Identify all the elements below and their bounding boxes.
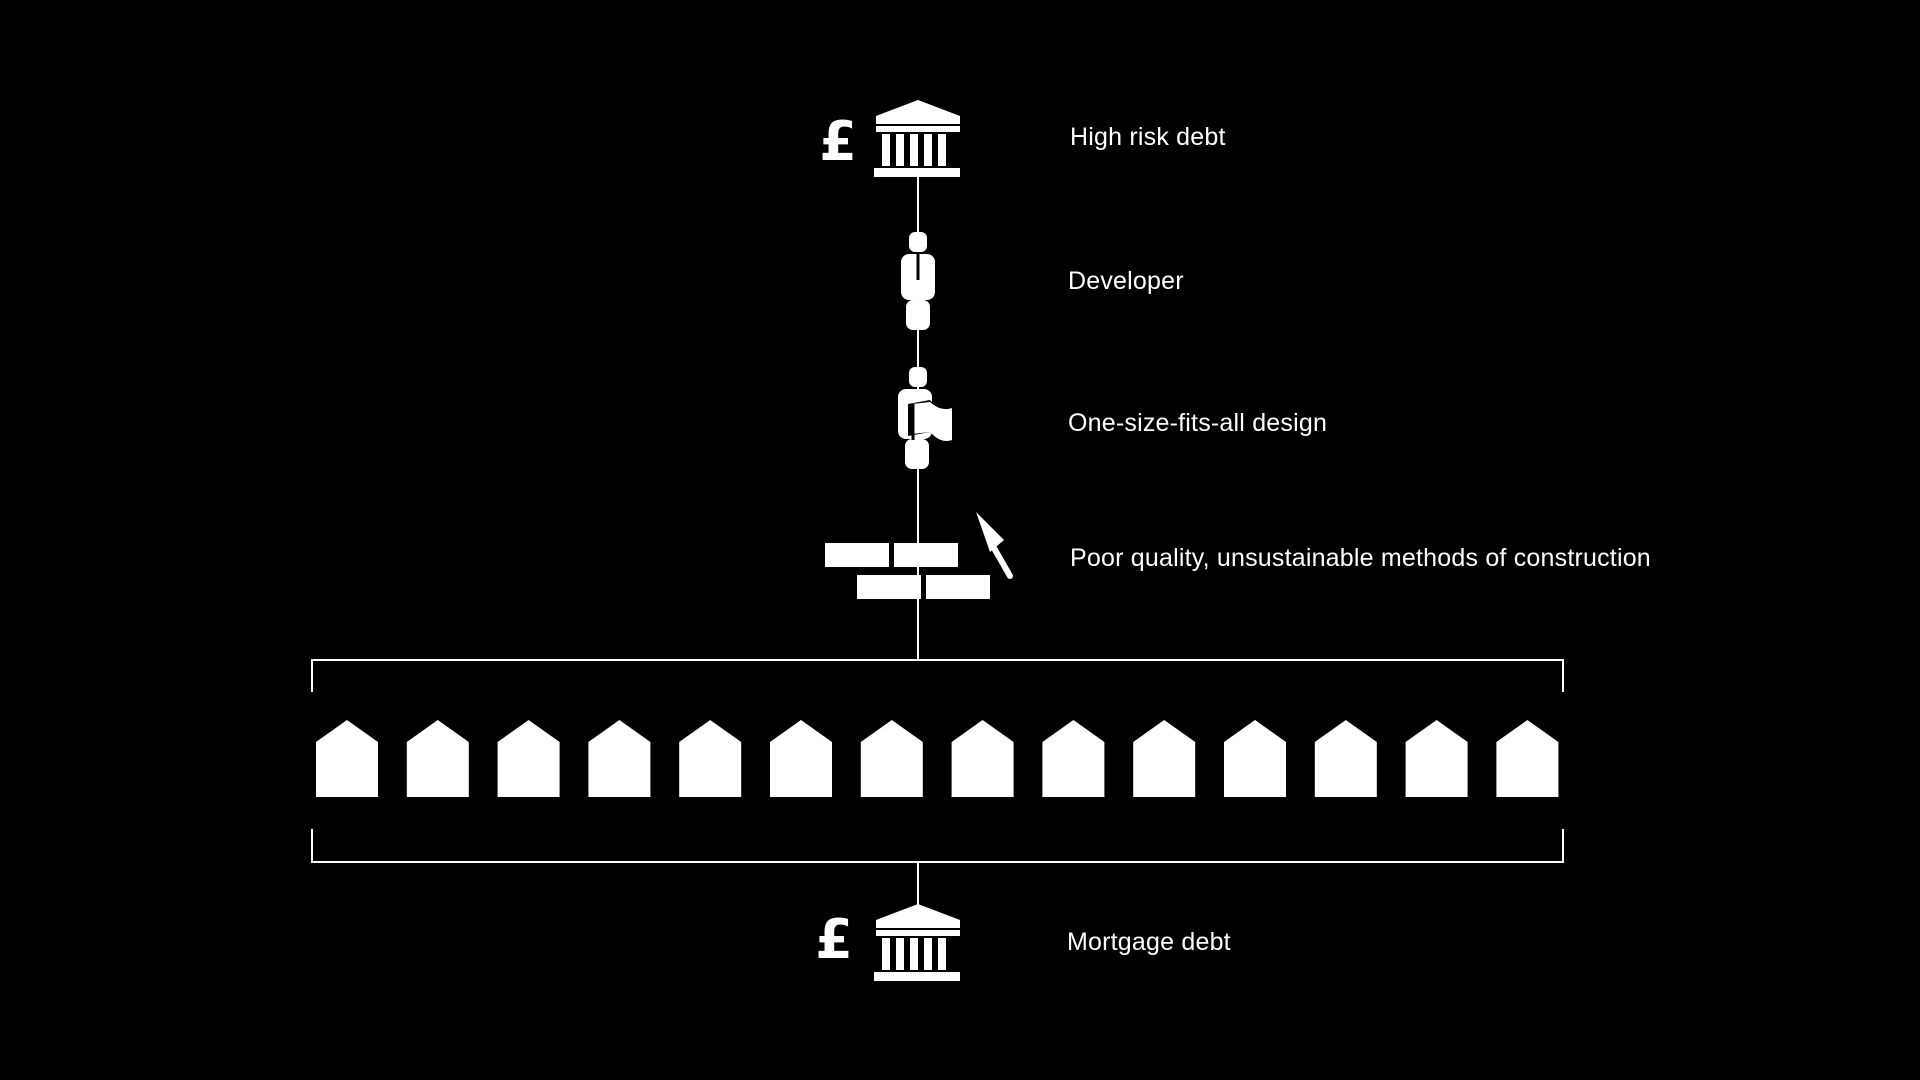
house-icon xyxy=(406,720,469,797)
bank-icon-bottom xyxy=(874,904,960,981)
label-developer: Developer xyxy=(1068,267,1184,295)
label-construction: Poor quality, unsustainable methods of c… xyxy=(1070,544,1651,572)
house-icon xyxy=(770,720,832,797)
trowel-icon xyxy=(976,512,1013,579)
house-icon xyxy=(316,720,378,797)
house-icon xyxy=(679,720,742,797)
bracket-bottom xyxy=(311,829,1564,863)
pound-icon-bottom: £ xyxy=(815,908,853,971)
house-icon xyxy=(1405,720,1468,797)
designer-flag-icon xyxy=(898,367,952,469)
house-icon xyxy=(860,720,923,797)
label-mortgage-debt: Mortgage debt xyxy=(1067,928,1231,956)
house-icon xyxy=(951,720,1014,797)
house-icon xyxy=(1042,720,1105,797)
house-icon xyxy=(1314,720,1377,797)
bank-icon xyxy=(874,100,960,177)
house-icon xyxy=(1224,720,1286,797)
pound-icon: £ xyxy=(819,110,857,173)
developer-icon xyxy=(901,232,935,330)
house-icon xyxy=(1133,720,1196,797)
house-icon xyxy=(588,720,651,797)
bricks-icon xyxy=(825,543,990,599)
label-high-risk-debt: High risk debt xyxy=(1070,123,1226,151)
bracket-top xyxy=(311,659,1564,692)
label-design: One-size-fits-all design xyxy=(1068,409,1328,437)
houses-row xyxy=(316,720,1559,797)
house-icon xyxy=(1496,720,1559,797)
house-icon xyxy=(497,720,560,797)
